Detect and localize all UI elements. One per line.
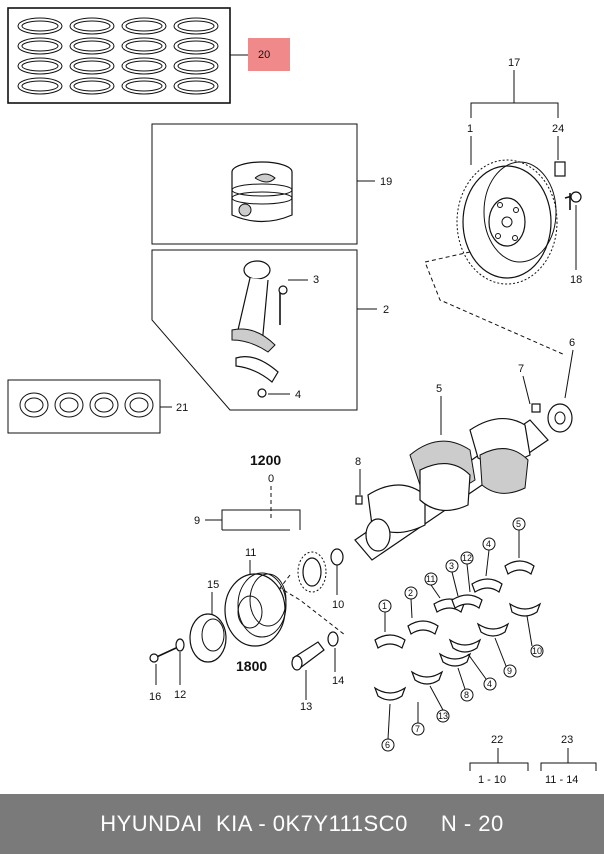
bearing-callout-4b[interactable]: 4 [487,679,492,689]
flywheel-illustration [456,159,582,285]
piston-assembly: 19 [151,123,392,245]
callout-7[interactable]: 7 [518,363,524,375]
range-22: 1 - 10 [478,774,506,786]
callout-20[interactable]: 20 [258,49,270,61]
bearing-callout-11[interactable]: 11 [426,574,435,584]
bearing-callout-6[interactable]: 6 [385,740,390,750]
callout-2[interactable]: 2 [383,304,389,316]
callout-18[interactable]: 18 [570,274,582,286]
callout-5[interactable]: 5 [436,383,442,395]
torque-upper: 1200 [250,452,281,468]
callout-8[interactable]: 8 [355,456,361,468]
callout-22[interactable]: 22 [491,734,503,746]
bearing-callout-4[interactable]: 4 [486,539,491,549]
bearing-callout-9[interactable]: 9 [507,666,512,676]
bearing-set-ranges: 22 1 - 10 23 11 - 14 [469,734,597,786]
bearing-callout-2[interactable]: 2 [408,588,413,598]
bearing-callout-7[interactable]: 7 [415,724,420,734]
callout-20-highlight [248,38,290,71]
footer-text: HYUNDAI KIA - 0K7Y111SC0 N - 20 [100,811,504,836]
rod-bearing-set: 21 [7,379,188,434]
callout-19[interactable]: 19 [380,176,392,188]
callout-3[interactable]: 3 [313,274,319,286]
callout-13[interactable]: 13 [300,701,312,713]
callout-1[interactable]: 1 [467,123,473,135]
bearing-callout-5[interactable]: 5 [516,519,521,529]
callout-17[interactable]: 17 [508,57,520,69]
ring-stack-3 [121,17,167,95]
bearing-callout-10[interactable]: 10 [532,646,542,656]
piston-ring-set: 20 [7,7,290,104]
parts-diagram: 20 19 3 4 2 [7,7,597,786]
bearing-callout-8[interactable]: 8 [464,690,469,700]
crankshaft-illustration [354,403,573,561]
bearing-callout-12[interactable]: 12 [462,553,472,563]
callout-15[interactable]: 15 [207,579,219,591]
callout-9[interactable]: 9 [194,515,200,527]
connecting-rod-illustration [231,260,288,398]
piston-illustration [231,161,293,223]
torque-upper-marker: 0 [268,473,274,485]
crank-key [330,548,344,566]
damper-bolt [149,647,177,663]
torque-lower: 1800 [236,658,267,674]
main-bearing-shells [373,560,542,701]
bearing-callout-3[interactable]: 3 [449,561,454,571]
callout-12[interactable]: 12 [174,689,186,701]
callout-23[interactable]: 23 [561,734,573,746]
bearing-callout-13[interactable]: 13 [438,711,448,721]
callout-11[interactable]: 11 [245,547,256,559]
callout-10[interactable]: 10 [332,599,344,611]
ring-stack-2 [69,17,115,95]
connecting-rod-assembly: 3 4 2 [151,249,389,411]
ring-stack-4 [173,17,219,95]
front-pulley-assembly: 1200 0 9 10 11 15 1800 [149,452,346,713]
callout-6[interactable]: 6 [569,337,575,349]
damper-ring [189,613,227,663]
ring-stack-1 [17,17,63,95]
crankshaft-assembly: 6 7 5 8 [354,337,575,561]
timing-sprocket [297,551,327,593]
crank-pulley [224,572,287,647]
callout-4[interactable]: 4 [295,389,301,401]
range-23: 11 - 14 [545,774,578,786]
part-number-footer: HYUNDAI KIA - 0K7Y111SC0 N - 20 [0,794,604,854]
pulley-bolt [291,641,325,671]
callout-16[interactable]: 16 [149,691,161,703]
rod-bearing-shells [19,392,154,418]
callout-24[interactable]: 24 [552,123,564,135]
bearing-callout-1[interactable]: 1 [382,601,387,611]
callout-21[interactable]: 21 [176,402,188,414]
callout-14[interactable]: 14 [332,675,344,687]
flywheel-assembly: 17 1 24 18 [424,57,582,356]
bearing-callouts: 1 2 11 3 12 4 5 10 9 4 8 13 7 6 [378,517,544,752]
